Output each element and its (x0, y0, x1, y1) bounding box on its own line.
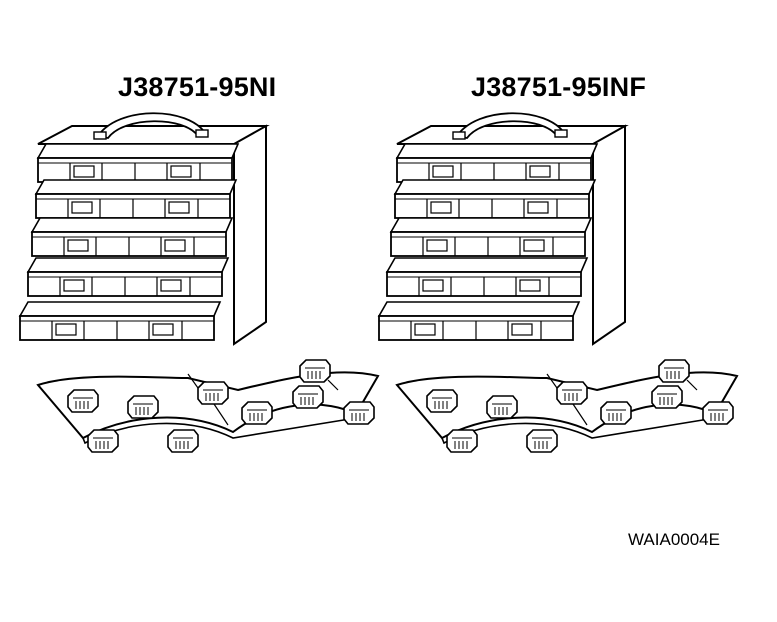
kit-illustration-left (20, 113, 378, 452)
kit-title-left: J38751-95NI (118, 72, 277, 102)
kit-illustration-right (379, 113, 737, 452)
kit-title-right: J38751-95INF (471, 72, 647, 102)
figure-code: WAIA0004E (628, 530, 720, 549)
